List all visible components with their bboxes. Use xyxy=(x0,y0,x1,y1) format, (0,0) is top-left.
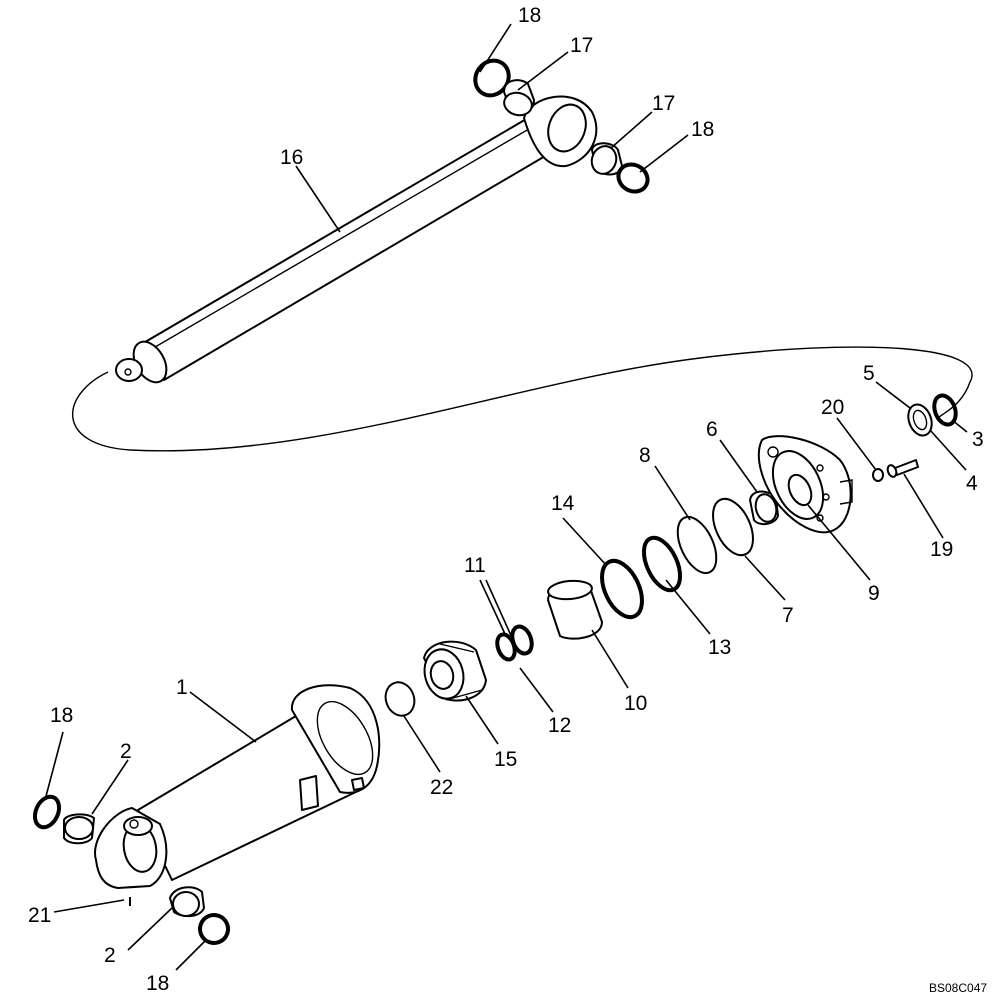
callout-2-left: 2 xyxy=(120,740,132,763)
bolt-19 xyxy=(886,459,919,478)
callout-9: 9 xyxy=(868,582,880,605)
sleeve-10 xyxy=(547,579,603,640)
callout-4: 4 xyxy=(966,472,978,495)
callout-10: 10 xyxy=(624,692,647,715)
callout-20: 20 xyxy=(821,396,844,419)
washer-20 xyxy=(872,468,884,482)
seal-ring-3 xyxy=(932,393,958,427)
ring-14 xyxy=(600,558,644,620)
callout-2-bottom: 2 xyxy=(104,944,116,967)
cylinder-barrel-1 xyxy=(94,684,381,889)
seal-ring-18-left xyxy=(32,794,62,830)
callout-12: 12 xyxy=(548,714,571,737)
seal-ring-18-top-right xyxy=(616,162,650,194)
callout-3: 3 xyxy=(972,428,984,451)
callout-18-bottom: 18 xyxy=(146,972,169,995)
ring-11-b xyxy=(510,624,534,656)
callout-11: 11 xyxy=(464,554,486,577)
callout-21: 21 xyxy=(28,904,51,927)
callout-18-top-left: 18 xyxy=(518,4,541,27)
callout-7: 7 xyxy=(782,604,794,627)
callout-8: 8 xyxy=(639,444,651,467)
callout-18-left: 18 xyxy=(50,704,73,727)
wiper-seal-5-inner xyxy=(912,409,928,431)
callout-16: 16 xyxy=(280,146,303,169)
bushing-2-left xyxy=(63,813,95,845)
callout-22: 22 xyxy=(430,776,453,799)
bushing-6 xyxy=(749,490,779,526)
bushing-17-top-left xyxy=(503,79,535,117)
leader-lines xyxy=(44,23,968,971)
callout-17-top-right: 17 xyxy=(652,92,675,115)
ring-7 xyxy=(712,497,754,557)
gland-head-9 xyxy=(757,435,853,534)
callout-17-top-left: 17 xyxy=(570,34,593,57)
callout-18-top-right: 18 xyxy=(691,118,714,141)
callout-14: 14 xyxy=(551,492,575,515)
bushing-2-bottom xyxy=(169,886,205,918)
callout-1: 1 xyxy=(176,676,188,699)
o-ring-22 xyxy=(384,681,416,717)
drawing-code: BS08C047 xyxy=(929,981,987,995)
callout-19: 19 xyxy=(930,538,953,561)
seal-ring-18-bottom xyxy=(197,913,230,945)
assembly-loop xyxy=(72,346,973,452)
bushing-17-top-right xyxy=(590,142,623,176)
callout-15: 15 xyxy=(494,748,517,771)
callout-6: 6 xyxy=(706,418,718,441)
callout-5: 5 xyxy=(863,362,875,385)
ring-8 xyxy=(676,515,718,575)
callout-13: 13 xyxy=(708,636,731,659)
piston-15 xyxy=(423,640,487,702)
piston-rod-16 xyxy=(115,95,598,384)
